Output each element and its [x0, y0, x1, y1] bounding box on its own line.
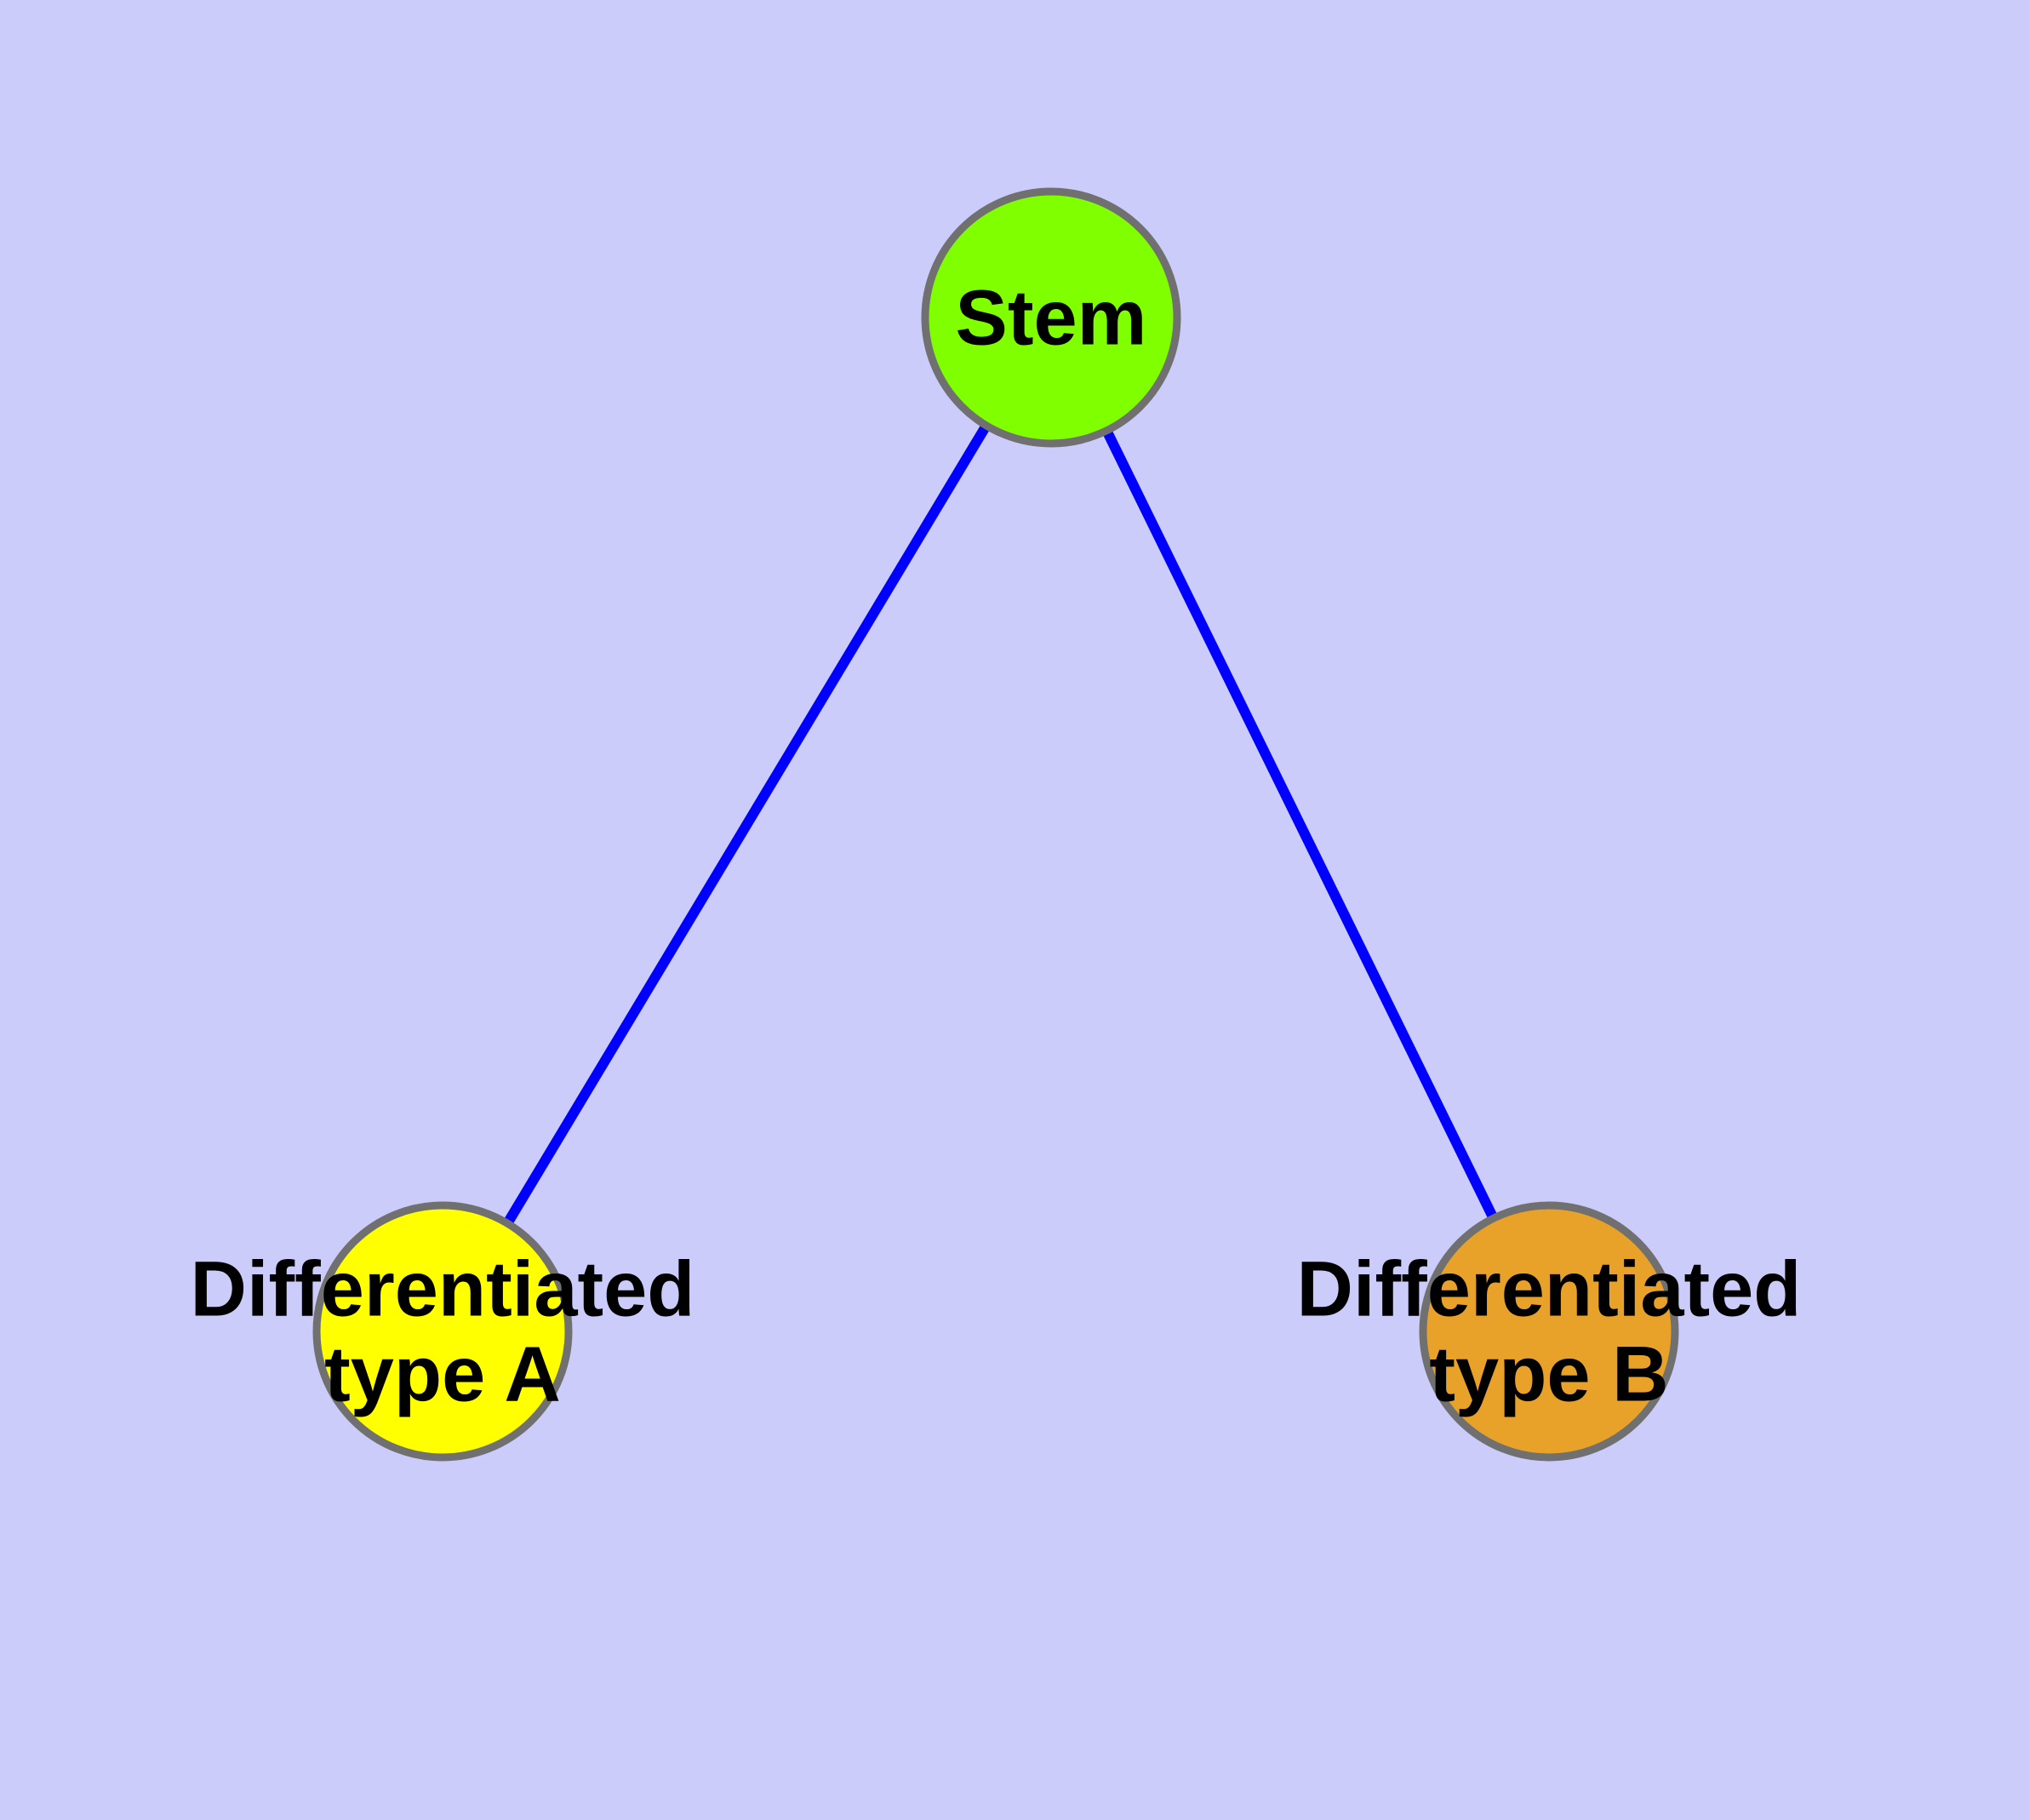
edge-stem-diff-a[interactable] [504, 424, 990, 1225]
node-label-line: type B [1429, 1331, 1668, 1417]
node-label-line: Differentiated [191, 1245, 695, 1332]
node-label-line: Differentiated [1297, 1245, 1802, 1332]
node-diff_b[interactable] [1419, 1201, 1679, 1462]
edges-layer [504, 424, 1498, 1225]
edge-stem-diff-b[interactable] [1102, 429, 1498, 1220]
node-label-stem: Stem [956, 274, 1147, 361]
nodes-layer [312, 187, 1679, 1462]
node-stem[interactable] [921, 187, 1181, 448]
node-label-line: type A [324, 1331, 561, 1417]
node-diff_a[interactable] [312, 1201, 573, 1462]
node-label-line: Stem [956, 274, 1147, 361]
